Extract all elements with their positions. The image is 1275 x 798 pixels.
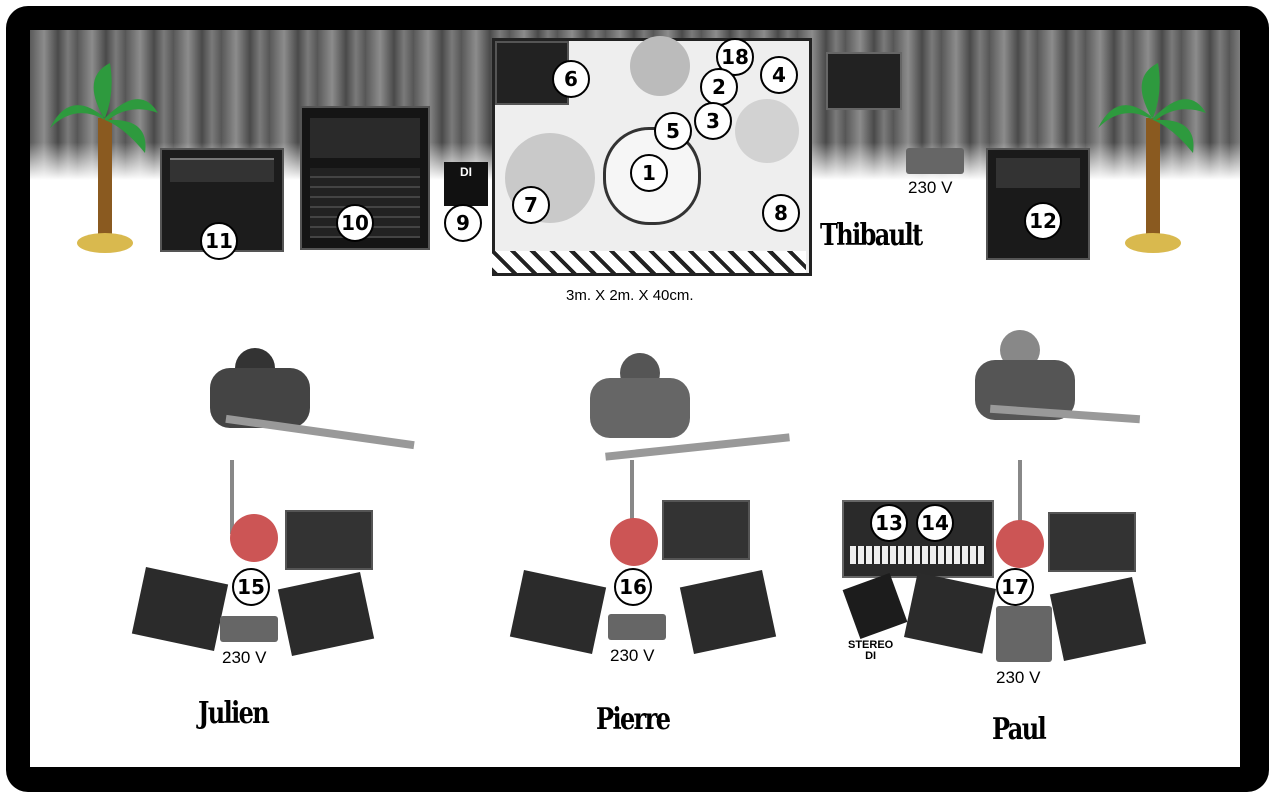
marker-11: 11 [200, 222, 238, 260]
wedge-monitor [1050, 577, 1146, 661]
pedalboard-left [285, 510, 373, 570]
palm-tree-right-icon [1098, 58, 1208, 258]
power-label-left: 230 V [222, 648, 266, 668]
stereo-di-box [843, 573, 908, 639]
musician-figure-right [960, 330, 1120, 470]
musician-name-right: Paul [992, 712, 1045, 747]
drummer-figure [630, 36, 690, 96]
stereo-di-label: STEREO DI [848, 640, 893, 662]
power-label-right: 230 V [996, 668, 1040, 688]
marker-1: 1 [630, 154, 668, 192]
cymbal-4 [735, 99, 799, 163]
marker-15: 15 [232, 568, 270, 606]
marker-6: 6 [552, 60, 590, 98]
marker-17: 17 [996, 568, 1034, 606]
keyboard-rig [842, 500, 994, 578]
riser-size-label: 3m. X 2m. X 40cm. [566, 287, 694, 304]
mic-base-right [996, 520, 1044, 568]
marker-8: 8 [762, 194, 800, 232]
musician-name-center: Pierre [596, 702, 669, 737]
drummer-name: Thibault [820, 218, 922, 253]
wedge-monitor [680, 570, 776, 654]
power-label-center: 230 V [610, 646, 654, 666]
marker-5: 5 [654, 112, 692, 150]
marker-16: 16 [614, 568, 652, 606]
mic-stand-left [230, 460, 234, 534]
marker-3: 3 [694, 102, 732, 140]
palm-tree-left-icon [50, 58, 160, 258]
stage-plot: DI 3m. X 2m. X 40cm. 230 V Thibault [30, 30, 1240, 767]
marker-4: 4 [760, 56, 798, 94]
marker-13: 13 [870, 504, 908, 542]
power-outlet-top [906, 148, 964, 174]
marker-14: 14 [916, 504, 954, 542]
wedge-monitor [510, 570, 606, 654]
riser-truss [492, 251, 806, 273]
marker-9: 9 [444, 204, 482, 242]
power-outlet-left [220, 616, 278, 642]
power-outlet-center [608, 614, 666, 640]
pedalboard-center [662, 500, 750, 560]
di-box-9: DI [444, 162, 488, 206]
di-box-label: DI [460, 165, 472, 179]
marker-2: 2 [700, 68, 738, 106]
wedge-monitor [132, 567, 228, 651]
wedge-monitor [904, 572, 996, 653]
musician-figure-left [195, 348, 345, 468]
side-monitor-speaker [826, 52, 902, 110]
mic-base-left [230, 514, 278, 562]
power-outlet-right [996, 606, 1052, 662]
wedge-monitor [278, 572, 374, 656]
marker-10: 10 [336, 204, 374, 242]
musician-figure-center [585, 348, 735, 488]
pedalboard-right [1048, 512, 1136, 572]
mic-base-center [610, 518, 658, 566]
marker-12: 12 [1024, 202, 1062, 240]
marker-7: 7 [512, 186, 550, 224]
musician-name-left: Julien [198, 696, 268, 731]
power-label-top: 230 V [908, 178, 952, 198]
